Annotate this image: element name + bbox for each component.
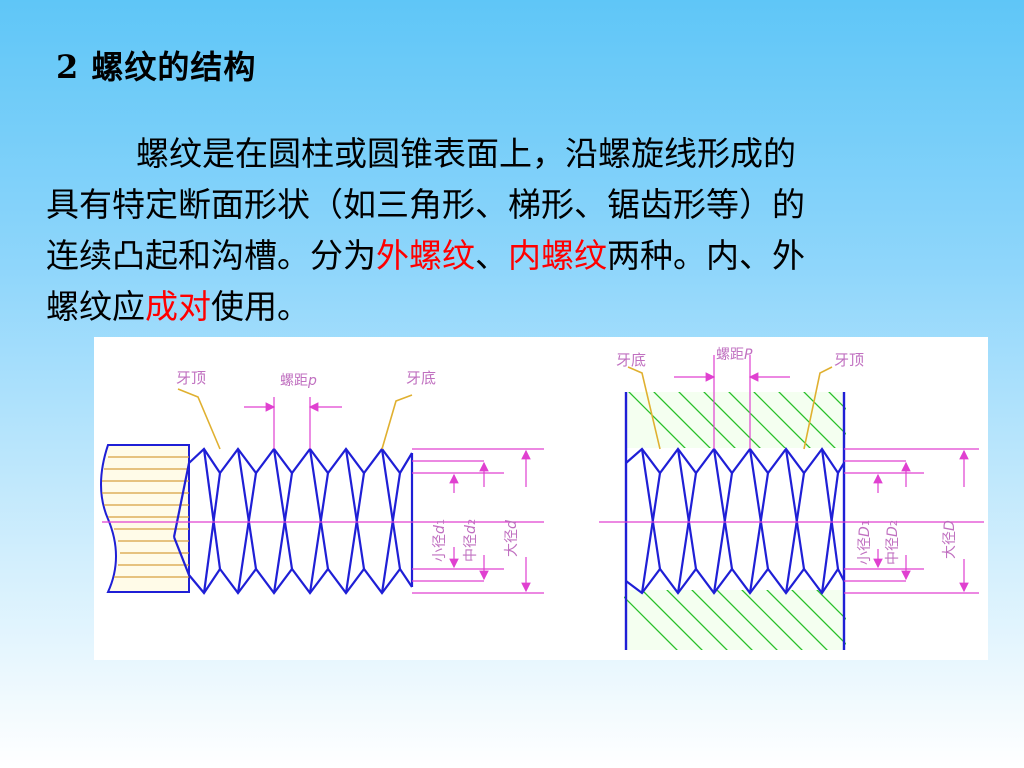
ext-dim-pitch: 中径d2	[463, 519, 479, 562]
para-line-3a: 连续凸起和沟槽。分为	[46, 236, 376, 275]
int-dim-pitch: 中径D2	[885, 520, 901, 565]
int-dim-minor: 小径D1	[857, 520, 873, 565]
ext-label-crest: 牙顶	[176, 369, 206, 387]
term-internal-thread: 内螺纹	[508, 236, 607, 275]
ext-dim-major: 大径d	[504, 520, 520, 557]
term-pair: 成对	[145, 287, 211, 326]
thread-diagram: 牙顶 螺距p 牙底 小径d1 中径d2 大径d	[100, 347, 984, 650]
int-label-crest: 牙顶	[834, 351, 864, 369]
para-line-3b: 两种。内、外	[607, 236, 805, 275]
internal-thread-drawing: 牙底 螺距P 牙顶 小径D1 中径D2 大径D	[599, 347, 984, 650]
para-line-4b: 使用。	[211, 287, 310, 326]
int-dim-major: 大径D	[942, 520, 958, 559]
ext-dim-minor: 小径d1	[432, 519, 448, 562]
external-thread-drawing: 牙顶 螺距p 牙底 小径d1 中径d2 大径d	[100, 369, 544, 595]
thread-diagram-panel: 牙顶 螺距p 牙底 小径d1 中径d2 大径d	[94, 337, 988, 660]
int-label-root: 牙底	[616, 351, 646, 369]
int-label-pitch: 螺距P	[716, 347, 753, 363]
para-separator: 、	[475, 236, 508, 275]
ext-label-root: 牙底	[406, 369, 436, 387]
para-line-4a: 螺纹应	[46, 287, 145, 326]
term-external-thread: 外螺纹	[376, 236, 475, 275]
body-paragraph: 螺纹是在圆柱或圆锥表面上，沿螺旋线形成的 具有特定断面形状（如三角形、梯形、锯齿…	[46, 128, 976, 332]
para-line-2: 具有特定断面形状（如三角形、梯形、锯齿形等）的	[46, 185, 805, 224]
para-line-1: 螺纹是在圆柱或圆锥表面上，沿螺旋线形成的	[136, 134, 796, 173]
slide-title: 2 螺纹的结构	[56, 48, 257, 86]
ext-label-pitch: 螺距p	[280, 373, 317, 389]
